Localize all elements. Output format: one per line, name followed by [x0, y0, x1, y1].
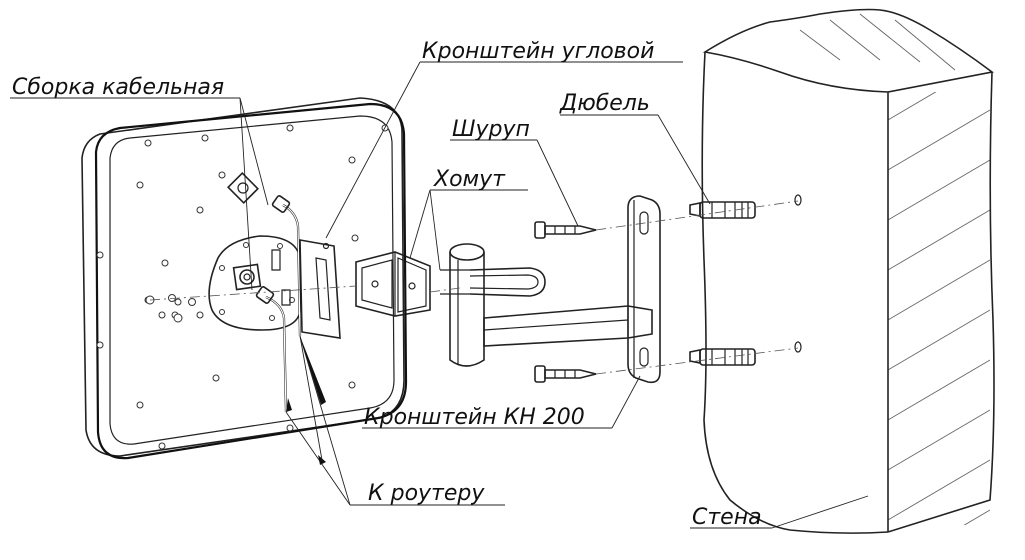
label-screw: Шуруп [452, 117, 530, 142]
arrow-head-lower [286, 398, 292, 412]
label-bracket-kn200: Кронштейн КН 200 [364, 405, 585, 430]
label-wall: Стена [692, 505, 762, 530]
antenna-side-bracket [299, 239, 341, 339]
dowel-top [689, 201, 756, 219]
leader-lines [10, 61, 869, 529]
screw-top [534, 221, 597, 239]
clamp [440, 267, 546, 297]
dowel-bottom [689, 348, 756, 366]
cable-assembly [255, 195, 302, 413]
bracket-kn200 [449, 195, 661, 384]
antenna-panel [81, 97, 408, 460]
wall-hole-bottom [794, 341, 802, 353]
antenna-mount-plate [208, 172, 301, 331]
wall-hole-top [794, 194, 802, 206]
screw-bottom [534, 365, 597, 383]
label-clamp: Хомут [433, 167, 506, 192]
label-cable-assembly: Сборка кабельная [12, 75, 224, 100]
arrow-head-upper [300, 336, 326, 405]
label-dowel: Дюбель [559, 91, 650, 116]
panel-screws [96, 124, 389, 450]
wall [701, 8, 995, 534]
corner-bracket [355, 251, 431, 317]
label-to-router: К роутеру [368, 481, 485, 506]
label-corner-bracket: Кронштейн угловой [422, 39, 654, 64]
wall-hatching [888, 92, 990, 525]
assembly-axis-lines [149, 200, 799, 375]
